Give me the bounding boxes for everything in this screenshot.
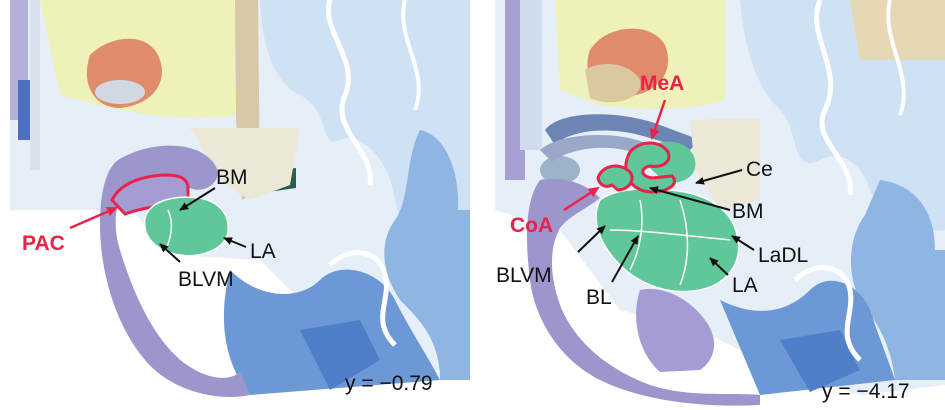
left-label-blvm: BLVM: [178, 268, 234, 291]
right-edge-strip-light: [520, 0, 542, 150]
right-label-ladl: LaDL: [758, 244, 808, 267]
right-label-bm: BM: [732, 200, 764, 223]
right-label-blvm: BLVM: [496, 264, 552, 287]
right-label-coa: CoA: [510, 214, 553, 237]
left-label-la: LA: [250, 240, 276, 263]
right-label-bl: BL: [586, 286, 612, 309]
left-label-pac: PAC: [22, 232, 65, 255]
right-coa-region: [598, 166, 632, 190]
left-edge-strip-blue: [18, 80, 30, 140]
right-cortex-tan-top: [850, 0, 945, 60]
right-label-ce: Ce: [746, 158, 773, 181]
right-label-mea: MeA: [640, 72, 684, 95]
left-edge-strip-light: [30, 0, 40, 170]
left-coordinate: y = −0.79: [345, 372, 433, 395]
left-label-bm: BM: [216, 166, 248, 189]
right-label-la: LA: [732, 274, 758, 297]
left-internal-capsule: [95, 80, 145, 104]
left-brain-section: BM LA BLVM PAC y = −0.79: [10, 0, 470, 397]
right-brain-section: MeA CoA Ce BM LaDL LA BLVM BL y = −4.17: [495, 0, 945, 406]
right-coordinate: y = −4.17: [822, 380, 910, 403]
